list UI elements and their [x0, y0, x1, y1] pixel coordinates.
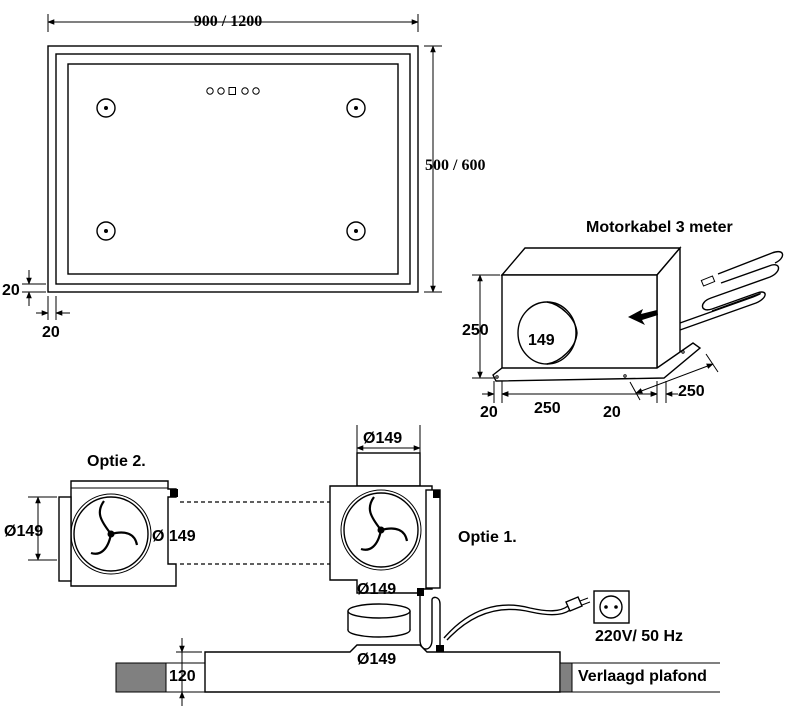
- hood-body: [204, 644, 561, 693]
- motor-box: Motorkabel 3 meter 149 250: [462, 219, 784, 421]
- airflow-arrow-icon: [628, 309, 658, 325]
- box-width-label: 250: [534, 400, 561, 417]
- motor-cable-label: Motorkabel 3 meter: [586, 219, 733, 236]
- control-button: [241, 87, 249, 95]
- power-label: 220V/ 50 Hz: [595, 628, 683, 645]
- top-duct-diameter-label: Ø149: [363, 430, 402, 447]
- fan-blade: [380, 527, 409, 542]
- spot-light: [96, 98, 116, 118]
- outlet-diameter-label: 149: [528, 332, 555, 349]
- bottom-diameter-label: Ø149: [357, 581, 396, 598]
- option-1-fan: Ø149 Optie 1. Ø149: [329, 425, 683, 652]
- ceiling-duct-diameter-label: Ø149: [357, 651, 396, 668]
- depth-label: 500 / 600: [425, 157, 485, 174]
- fan-blade: [110, 531, 139, 546]
- option-1-title: Optie 1.: [458, 529, 517, 546]
- control-button: [252, 87, 260, 95]
- box-top-face: [500, 247, 682, 276]
- box-depth-dimension-line: [635, 363, 714, 394]
- option-2-title: Optie 2.: [87, 453, 146, 470]
- frame-vertical-label: 20: [2, 282, 20, 299]
- power-cable: [417, 588, 591, 652]
- power-plug: [565, 596, 583, 612]
- top-view: 900 / 1200: [2, 13, 485, 341]
- left-flange-label: 20: [480, 404, 498, 421]
- fan-connector: [170, 489, 178, 497]
- motor-cable: [679, 251, 784, 331]
- fan-side-panel: [425, 489, 441, 589]
- gap-label: 120: [169, 668, 196, 685]
- fan-hub: [107, 530, 115, 538]
- spot-lights: [96, 98, 366, 241]
- spot-light: [346, 98, 366, 118]
- outlet-collar: [546, 301, 578, 365]
- fan-blade: [90, 533, 113, 555]
- wall-socket-icon: [593, 590, 630, 624]
- control-button: [206, 87, 214, 95]
- control-button: [228, 87, 236, 95]
- option-2-fan: Optie 2. Ø149 Ø 149: [4, 453, 196, 587]
- ceiling-board-left: [115, 662, 167, 693]
- side-diameter-label: Ø149: [4, 523, 43, 540]
- ceiling-board-right: [559, 662, 573, 693]
- fan-side-outlet: [58, 496, 72, 582]
- duct-connector-ring: [347, 603, 411, 638]
- fan-blade: [98, 500, 112, 535]
- spot-light: [96, 221, 116, 241]
- fan-blade: [368, 496, 382, 531]
- fan-wheel: [343, 492, 419, 568]
- width-label: 900 / 1200: [194, 13, 262, 30]
- right-flange-label: 20: [603, 404, 621, 421]
- fan-wheel: [73, 496, 149, 572]
- ceiling-section: Ø149 120 Verlaagd plafond: [115, 638, 720, 706]
- fan-connector: [433, 490, 440, 498]
- frame-horizontal-label: 20: [42, 324, 60, 341]
- cable-plug: [700, 275, 716, 287]
- fan-hub: [377, 526, 385, 534]
- box-depth-label: 250: [678, 383, 705, 400]
- control-panel: [206, 87, 260, 95]
- fan-diameter-label: Ø 149: [152, 528, 196, 545]
- hood-frame-inner-edge: [55, 53, 411, 285]
- box-front-face: [501, 274, 658, 376]
- ceiling-label: Verlaagd plafond: [578, 668, 707, 685]
- hood-outer-frame: [47, 45, 419, 293]
- box-height-label: 250: [462, 322, 489, 339]
- top-duct: [356, 452, 421, 487]
- control-button: [217, 87, 225, 95]
- fan-blade: [360, 529, 383, 551]
- spot-light: [346, 221, 366, 241]
- hood-glass-panel: [67, 63, 399, 275]
